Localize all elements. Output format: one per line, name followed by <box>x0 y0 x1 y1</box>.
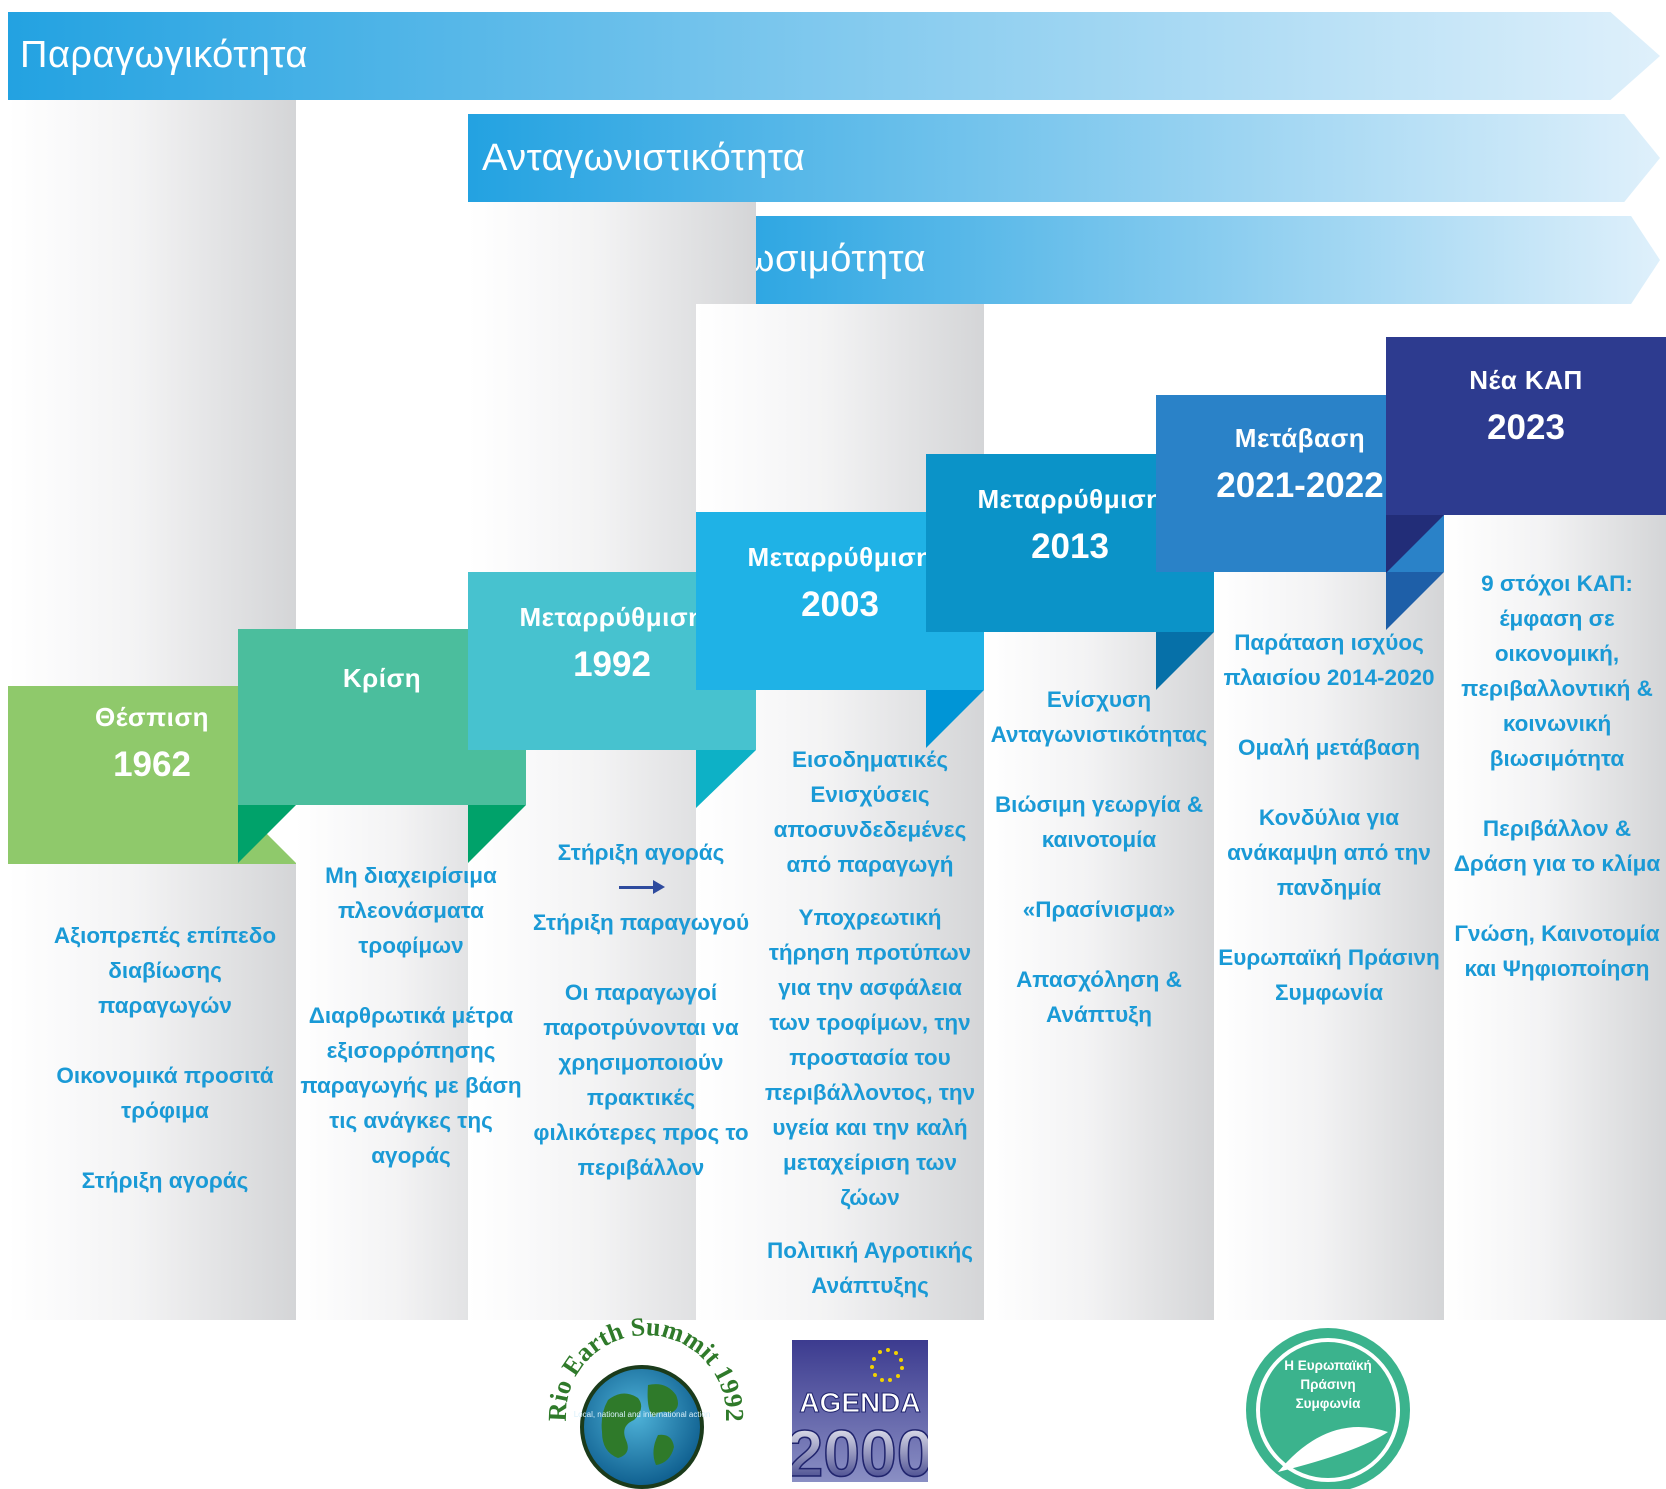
stage-1992-items: Στήριξη αγοράς Στήριξη παραγωγού Οι παρα… <box>526 835 756 1220</box>
green-deal-logo-text: Η Ευρωπαϊκή Πράσινη Συμφωνία <box>1284 1358 1372 1411</box>
list-item: Ομαλή μετάβαση <box>1238 735 1420 760</box>
list-item: Πολιτική Αγροτικής Ανάπτυξης <box>766 1238 973 1298</box>
stage-crisis-fold-shade <box>468 805 526 863</box>
stage-title: Κρίση <box>342 663 422 693</box>
stage-year: 2023 <box>1487 408 1565 447</box>
stage-1962-fold-shade <box>238 805 296 863</box>
list-item: «Πρασίνισμα» <box>1022 897 1176 922</box>
stage-2021-items: Παράταση ισχύος πλαισίου 2014-2020 Ομαλή… <box>1214 625 1444 1045</box>
band-sustainability <box>696 216 1660 304</box>
eu-stars-icon <box>870 1348 904 1382</box>
stage-title: Μεταρρύθμιση <box>519 602 705 632</box>
stage-2021-fold-shade <box>1386 572 1444 630</box>
band-competitiveness <box>468 114 1660 202</box>
rio-earth-summit-logo: Rio Earth Summit 1992 Local, national an… <box>543 1315 749 1489</box>
stage-year: 2021-2022 <box>1216 466 1384 505</box>
list-item: 9 στόχοι ΚΑΠ: έμφαση σε οικονομική, περι… <box>1461 571 1653 771</box>
list-item: Απασχόληση & Ανάπτυξη <box>1016 967 1182 1027</box>
rio-logo-inner-text: Local, national and international action <box>574 1410 711 1419</box>
globe-icon <box>580 1365 704 1489</box>
list-item: Διαρθρωτικά μέτρα εξισορρόπησης παραγωγή… <box>300 1003 522 1168</box>
list-item: Παράταση ισχύος πλαισίου 2014-2020 <box>1223 630 1435 690</box>
list-item: Γνώση, Καινοτομία και Ψηφιοποίηση <box>1454 921 1660 981</box>
stage-title: Νέα ΚΑΠ <box>1469 365 1583 395</box>
stage-title: Μεταρρύθμιση <box>747 542 933 572</box>
list-item: Αξιοπρεπές επίπεδο διαβίωσης παραγωγών <box>53 923 277 1018</box>
stage-2023-items: 9 στόχοι ΚΑΠ: έμφαση σε οικονομική, περι… <box>1450 566 1664 1021</box>
stage-2003-fold-shade <box>926 690 984 748</box>
stage-year: 2003 <box>801 585 879 624</box>
stage-title: Μετάβαση <box>1234 423 1366 453</box>
stage-1992-fold-shade <box>696 750 756 808</box>
list-item: Περιβάλλον & Δράση για το κλίμα <box>1453 816 1661 876</box>
grey-column-5 <box>984 632 1214 1320</box>
list-item: Μη διαχειρίσιμα πλεονάσματα τροφίμων <box>325 863 497 958</box>
stage-year: 2013 <box>1031 527 1109 566</box>
agenda-2000-logo: AGENDA 2000 <box>792 1340 928 1482</box>
list-item: Οικονομικά προσιτά τρόφιμα <box>56 1063 274 1123</box>
green-deal-logo: Η Ευρωπαϊκή Πράσινη Συμφωνία <box>1246 1328 1410 1489</box>
stage-2023-header: Νέα ΚΑΠ 2023 <box>1386 337 1666 515</box>
grey-column-7 <box>1444 515 1666 1320</box>
band-productivity-label: Παραγωγικότητα <box>20 34 308 76</box>
list-item: Ευρωπαϊκή Πράσινη Συμφωνία <box>1218 945 1440 1005</box>
agenda-logo-top: AGENDA <box>799 1387 920 1418</box>
stage-2023-fold-shade <box>1386 515 1444 573</box>
stage-2013-fold-shade <box>1156 632 1214 690</box>
stage-title: Θέσπιση <box>94 702 210 732</box>
stage-year: 1962 <box>113 745 191 784</box>
stage-crisis-items: Μη διαχειρίσιμα πλεονάσματα τροφίμων Δια… <box>296 858 526 1208</box>
stage-2013-items: Ενίσχυση Ανταγωνιστικότητας Βιώσιμη γεωρ… <box>984 682 1214 1067</box>
list-item: Βιώσιμη γεωργία & καινοτομία <box>994 792 1204 852</box>
stage-year: 1992 <box>573 645 651 684</box>
list-item: Εισοδηματικές Ενισχύσεις αποσυνδεδεμένες… <box>773 747 967 877</box>
list-item: Στήριξη αγοράς <box>81 1168 249 1193</box>
band-productivity <box>8 12 1660 100</box>
list-item: Κονδύλια για ανάκαμψη από την πανδημία <box>1227 805 1431 900</box>
stage-2003-items: Εισοδηματικές Ενισχύσεις αποσυνδεδεμένες… <box>756 742 984 1338</box>
list-item: Οι παραγωγοί παροτρύνονται να χρησιμοποι… <box>533 980 749 1180</box>
grey-column-6 <box>1214 572 1444 1320</box>
band-competitiveness-label: Ανταγωνιστικότητα <box>482 137 806 179</box>
list-item: Στήριξη αγοράς <box>557 840 725 865</box>
list-item: Στήριξη παραγωγού <box>532 910 750 935</box>
agenda-logo-bottom: 2000 <box>792 1416 928 1482</box>
list-item: Ενίσχυση Ανταγωνιστικότητας <box>990 687 1208 747</box>
list-item: Υποχρεωτική τήρηση προτύπων για την ασφά… <box>764 905 976 1210</box>
stage-2003-header: Μεταρρύθμιση 2003 <box>696 512 984 690</box>
leaf-icon <box>1278 1427 1388 1472</box>
stage-1962-items: Αξιοπρεπές επίπεδο διαβίωσης παραγωγών Ο… <box>40 918 290 1233</box>
right-arrow-icon <box>611 870 671 905</box>
stage-title: Μεταρρύθμιση <box>977 484 1163 514</box>
